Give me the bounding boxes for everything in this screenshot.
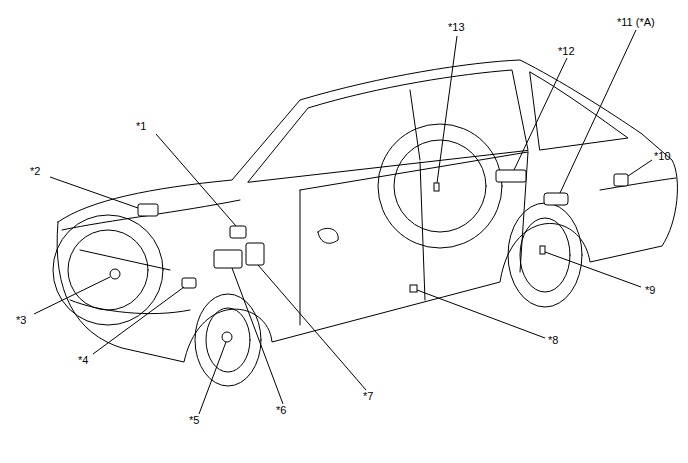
component xyxy=(214,250,242,268)
callout-number: *3 xyxy=(16,314,26,327)
callout-number: *1 xyxy=(136,120,146,133)
leader-line xyxy=(199,342,226,414)
mirror xyxy=(318,228,338,243)
callout-number: *12 xyxy=(558,45,575,58)
leader-line xyxy=(34,277,110,314)
callout-number: *5 xyxy=(189,414,199,427)
front-detail xyxy=(62,200,240,314)
callout-number: *2 xyxy=(30,165,40,178)
component xyxy=(614,174,628,186)
callout-number: *9 xyxy=(645,284,655,297)
leader-line xyxy=(93,287,184,354)
leader-line xyxy=(437,36,457,183)
rear-wheel xyxy=(508,203,582,307)
callout-number: *4 xyxy=(78,354,88,367)
leader-line xyxy=(50,177,138,208)
callout-number: *6 xyxy=(276,404,286,417)
leader-line xyxy=(156,134,236,226)
leader-line xyxy=(232,268,283,404)
far-rear-wheel xyxy=(394,140,486,232)
far-rear-wheel xyxy=(378,124,502,248)
car-body xyxy=(57,60,677,362)
callout-number: *7 xyxy=(363,390,373,403)
component xyxy=(540,246,545,254)
component xyxy=(138,204,158,216)
far-front-wheel xyxy=(53,215,163,325)
component xyxy=(496,170,526,182)
front-wheel xyxy=(195,294,261,386)
leader-line xyxy=(628,160,652,176)
component xyxy=(182,278,196,288)
component xyxy=(230,226,246,238)
callout-number: *11 (*A) xyxy=(617,16,655,29)
rear-window xyxy=(530,72,628,150)
component xyxy=(246,243,264,265)
door-line xyxy=(300,152,528,325)
component xyxy=(434,183,439,191)
rear-wheel xyxy=(520,218,570,292)
callout-number: *8 xyxy=(548,334,558,347)
leader-line xyxy=(417,290,545,338)
component xyxy=(110,269,120,279)
callout-number: *13 xyxy=(448,21,465,34)
window-line xyxy=(248,70,528,182)
leader-line xyxy=(514,58,567,170)
component xyxy=(544,193,568,205)
component xyxy=(410,285,417,292)
leader-line xyxy=(258,265,366,390)
callout-number: *10 xyxy=(654,150,671,163)
leader-line xyxy=(545,252,641,287)
front-wheel xyxy=(206,308,250,372)
trunk-line xyxy=(600,178,676,190)
far-front-wheel xyxy=(68,230,148,310)
component xyxy=(222,332,232,342)
